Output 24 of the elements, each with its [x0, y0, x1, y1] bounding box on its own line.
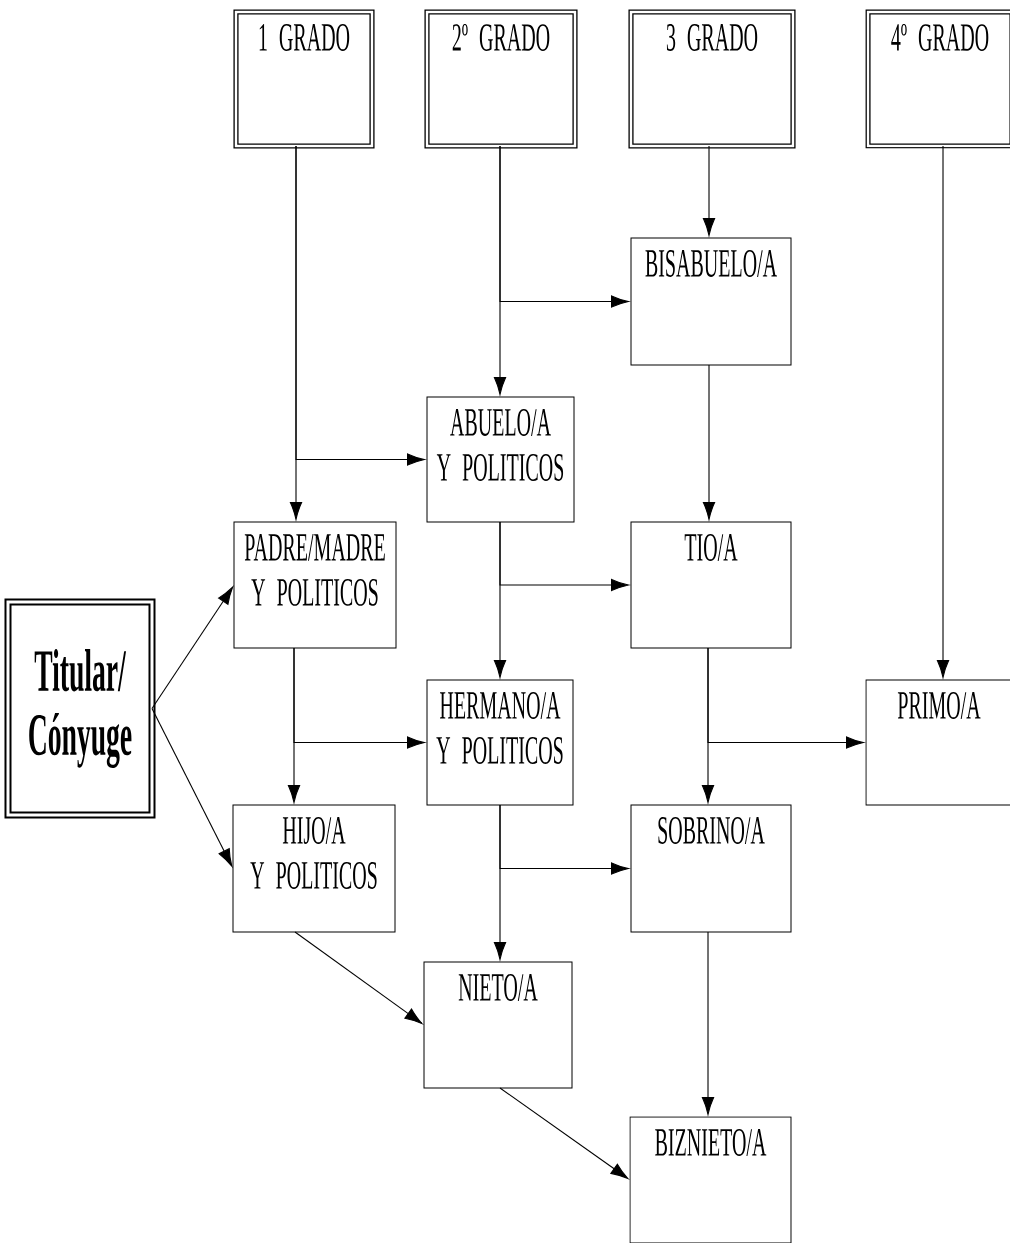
arrow	[936, 145, 950, 678]
relative-box: TIO/A	[630, 521, 792, 649]
arrow	[701, 931, 715, 1115]
relative-box: HIJO/A Y POLITICOS	[232, 804, 396, 933]
arrow	[702, 364, 716, 520]
arrow	[499, 1087, 629, 1180]
relative-box: ABUELO/A Y POLITICOS	[426, 396, 575, 523]
degree-box: 1 GRADO	[233, 9, 375, 149]
relative-box: PADRE/MADRE Y POLITICOS	[233, 521, 397, 649]
relative-box: PRIMO/A	[865, 679, 1010, 806]
degree-box: 4º GRADO	[865, 9, 1010, 149]
relative-box: HERMANO/A Y POLITICOS	[426, 679, 574, 806]
holder-box: Titular/ Cónyuge	[4, 598, 156, 819]
relative-box: BIZNIETO/A	[629, 1116, 792, 1243]
arrow	[702, 145, 716, 236]
arrow	[294, 931, 423, 1025]
relative-box: BISABUELO/A	[630, 237, 792, 366]
degree-box: 2º GRADO	[424, 9, 578, 149]
arrow	[151, 707, 233, 867]
arrow	[499, 521, 629, 592]
degree-box: 3 GRADO	[628, 9, 796, 149]
relative-box: NIETO/A	[423, 961, 573, 1089]
relative-box: SOBRINO/A	[630, 804, 792, 933]
arrow	[151, 586, 234, 710]
